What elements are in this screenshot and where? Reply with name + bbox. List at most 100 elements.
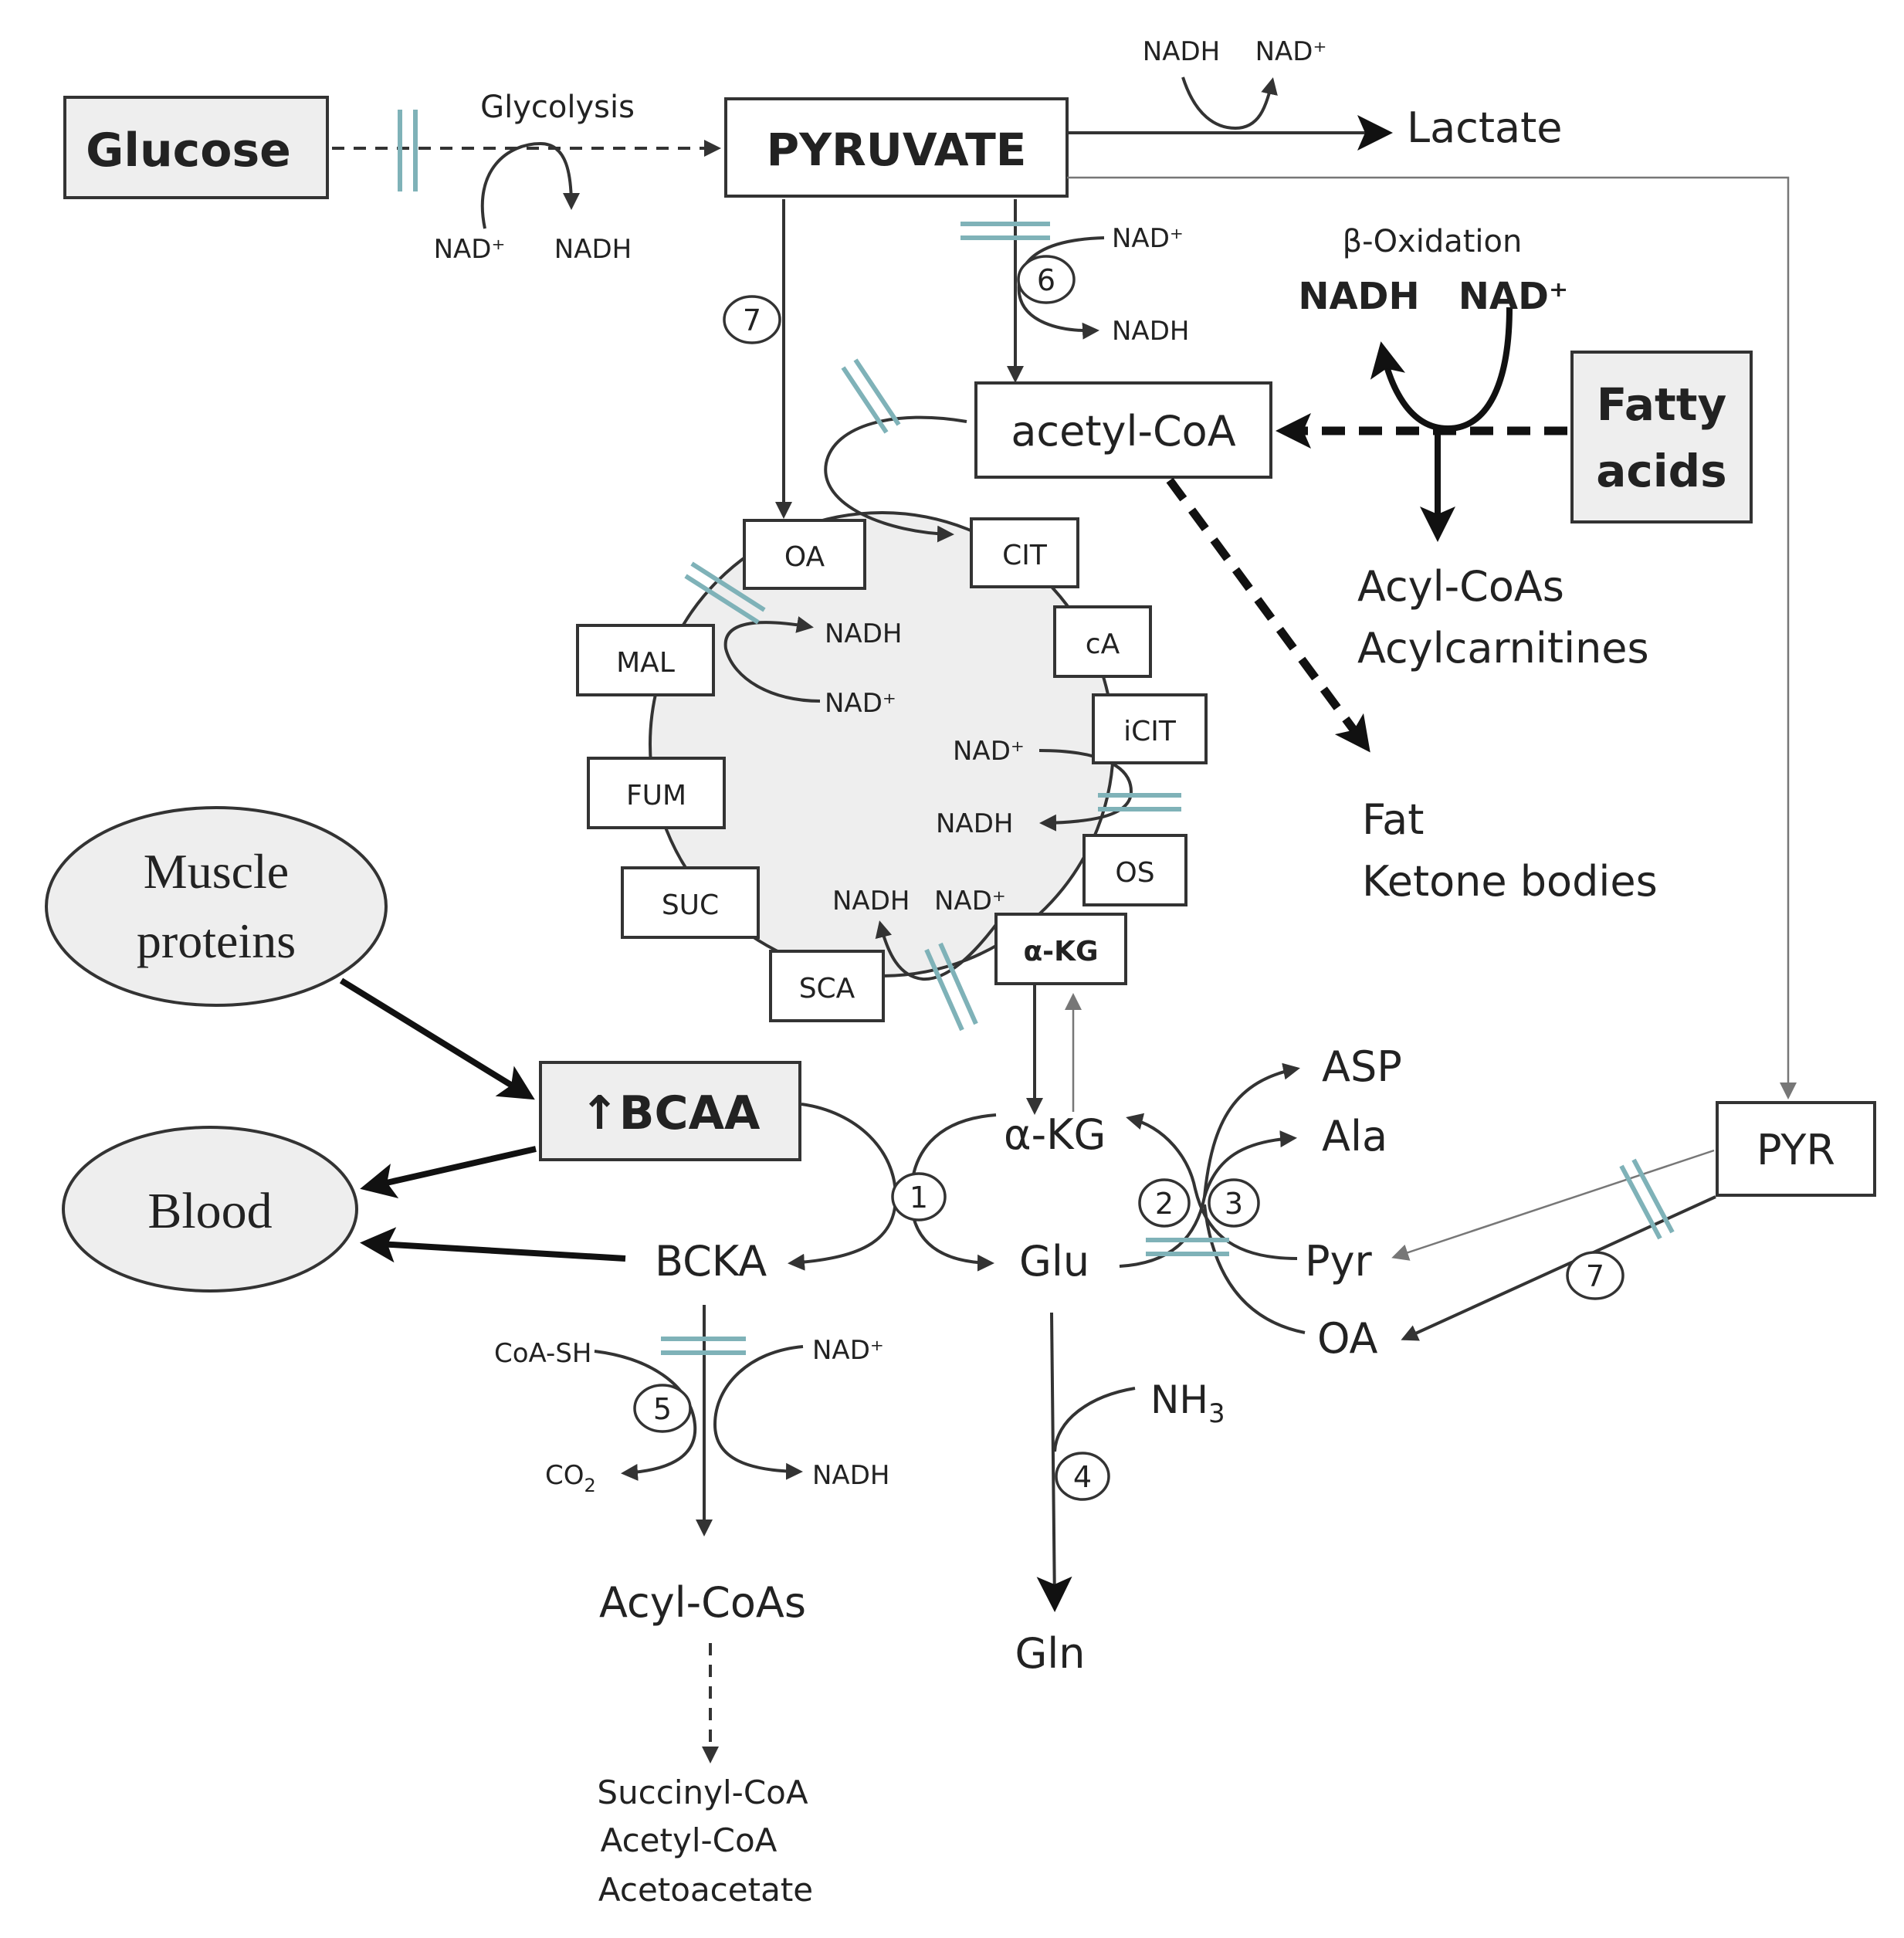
- oa-in-curve: [1203, 1204, 1306, 1334]
- acetyl-coa-node: acetyl-CoA: [974, 381, 1272, 479]
- tca-os-box: OS: [1082, 834, 1187, 906]
- acetyl-coa-bottom-label: Acetyl-CoA: [601, 1821, 778, 1859]
- fatty-acids-label-line1: Fatty: [1597, 378, 1727, 431]
- glycolysis-nad-curve: [480, 141, 580, 229]
- acetylcoa-to-cit-curve: [824, 415, 967, 543]
- step-6-nad-label: NAD⁺: [1112, 223, 1184, 254]
- bcaa-to-bcka-curve: [788, 1103, 898, 1271]
- glu-steps-block: [1146, 1238, 1229, 1256]
- nh3-in-curve: [1053, 1387, 1136, 1452]
- mal-oa-block: [684, 561, 766, 625]
- acetyl-coa-label: acetyl-CoA: [1011, 407, 1235, 456]
- svg-text:α-KG: α-KG: [1023, 936, 1098, 967]
- pyruvate-node: PYRUVATE: [724, 97, 1069, 198]
- glu-label: Glu: [1019, 1237, 1089, 1286]
- step-5: 5: [633, 1384, 692, 1433]
- blood-label: Blood: [147, 1183, 272, 1239]
- svg-text:7: 7: [743, 303, 761, 337]
- tca-cit-box: CIT: [970, 517, 1079, 588]
- oa-lower-label: OA: [1317, 1314, 1378, 1363]
- glucose-node: Glucose: [63, 96, 329, 199]
- svg-text:5: 5: [653, 1392, 672, 1426]
- gln-label: Gln: [1015, 1629, 1085, 1678]
- acyl-coas-bottom-label: Acyl-CoAs: [599, 1578, 806, 1627]
- icit-os-nadh-label: NADH: [936, 808, 1013, 839]
- step-6-nad-curve: [1017, 236, 1105, 340]
- pyruvate-to-pyr-line: [1067, 176, 1797, 1099]
- fatty-acids-label-line2: acids: [1596, 445, 1726, 497]
- svg-text:SCA: SCA: [799, 973, 855, 1005]
- icit-os-nad-label: NAD⁺: [953, 736, 1025, 767]
- svg-text:7: 7: [1586, 1259, 1604, 1293]
- step-7-bottom: 7: [1566, 1251, 1624, 1300]
- tca-ca-box: cA: [1053, 605, 1152, 678]
- pyr-lower-label: Pyr: [1305, 1237, 1373, 1286]
- bcaa-label: ↑BCAA: [581, 1086, 761, 1140]
- step-2: 2: [1138, 1178, 1191, 1228]
- muscle-to-bcaa-arrow: [339, 977, 535, 1100]
- svg-text:3: 3: [1225, 1187, 1243, 1221]
- mal-oa-nadh-label: NADH: [825, 618, 902, 649]
- svg-text:iCIT: iCIT: [1123, 716, 1177, 747]
- glu-to-akg-curve: [1126, 1113, 1298, 1260]
- pyr-box-node: PYR: [1716, 1101, 1876, 1197]
- tca-akg-box: α-KG: [994, 913, 1127, 985]
- blood-node: Blood: [62, 1126, 358, 1293]
- svg-text:FUM: FUM: [626, 780, 686, 811]
- glucose-label: Glucose: [86, 124, 291, 178]
- mal-oa-nadh-curve: [723, 616, 821, 703]
- muscle-proteins-line2: proteins: [137, 913, 296, 968]
- beta-oxidation-nadh-label: NADH: [1298, 275, 1419, 318]
- step-1: 1: [891, 1172, 947, 1221]
- tca-suc-box: SUC: [621, 866, 760, 939]
- acetylcoa-to-fat-arrow: [1166, 477, 1370, 753]
- acetoacetate-label: Acetoacetate: [598, 1871, 813, 1909]
- icit-os-nadh-curve: [1038, 749, 1133, 832]
- asp-label: ASP: [1322, 1042, 1402, 1091]
- akg-sca-block: [924, 942, 978, 1032]
- glycolysis-label: Glycolysis: [480, 90, 635, 125]
- svg-text:SUC: SUC: [662, 889, 719, 921]
- acetylcoa-block: [841, 358, 901, 434]
- svg-text:CIT: CIT: [1002, 540, 1048, 571]
- muscle-proteins-line1: Muscle: [144, 844, 289, 899]
- beta-oxidation-nad-label: NAD⁺: [1458, 275, 1569, 318]
- svg-text:6: 6: [1037, 263, 1055, 297]
- bcaa-to-blood-arrow: [360, 1146, 537, 1199]
- muscle-proteins-node: Muscle proteins: [45, 806, 388, 1007]
- coash-label: CoA-SH: [494, 1338, 591, 1369]
- step-4: 4: [1055, 1452, 1110, 1501]
- lactate-nad-label: NAD⁺: [1255, 36, 1327, 67]
- mal-oa-nad-label: NAD⁺: [825, 688, 896, 719]
- ala-label: Ala: [1322, 1112, 1387, 1160]
- lactate-nadh-label: NADH: [1143, 36, 1220, 67]
- lactate-nadh-curve: [1181, 76, 1278, 130]
- step-6: 6: [1017, 255, 1076, 304]
- succinyl-coa-label: Succinyl-CoA: [597, 1774, 808, 1811]
- tca-fum-box: FUM: [587, 757, 726, 829]
- bcka-to-blood-arrow: [360, 1227, 626, 1263]
- svg-text:4: 4: [1073, 1460, 1092, 1494]
- glycolysis-block: [398, 110, 418, 191]
- acylcarnitines-label: Acylcarnitines: [1357, 624, 1649, 673]
- nad-nadh-curve-bottom: [713, 1345, 804, 1480]
- pyr-to-oa-arrow: [1401, 1195, 1716, 1341]
- icit-os-block: [1098, 793, 1181, 811]
- svg-text:cA: cA: [1086, 628, 1120, 660]
- pyr-to-pyr-line: [1391, 1149, 1715, 1261]
- svg-text:2: 2: [1155, 1187, 1174, 1221]
- svg-text:OA: OA: [784, 541, 825, 573]
- tca-oa-box: OA: [743, 519, 866, 590]
- akg-sca-nadh-label: NADH: [832, 886, 910, 916]
- pyruvate-label: PYRUVATE: [767, 124, 1027, 176]
- svg-text:MAL: MAL: [616, 647, 675, 679]
- svg-text:1: 1: [910, 1181, 928, 1215]
- coash-co2-curve: [594, 1350, 697, 1481]
- tca-icit-box: iCIT: [1092, 693, 1208, 764]
- lactate-label: Lactate: [1407, 103, 1563, 152]
- step-7-top: 7: [723, 295, 781, 344]
- nh3-label: NH3: [1150, 1377, 1225, 1429]
- acyl-coas-top-label: Acyl-CoAs: [1357, 562, 1564, 611]
